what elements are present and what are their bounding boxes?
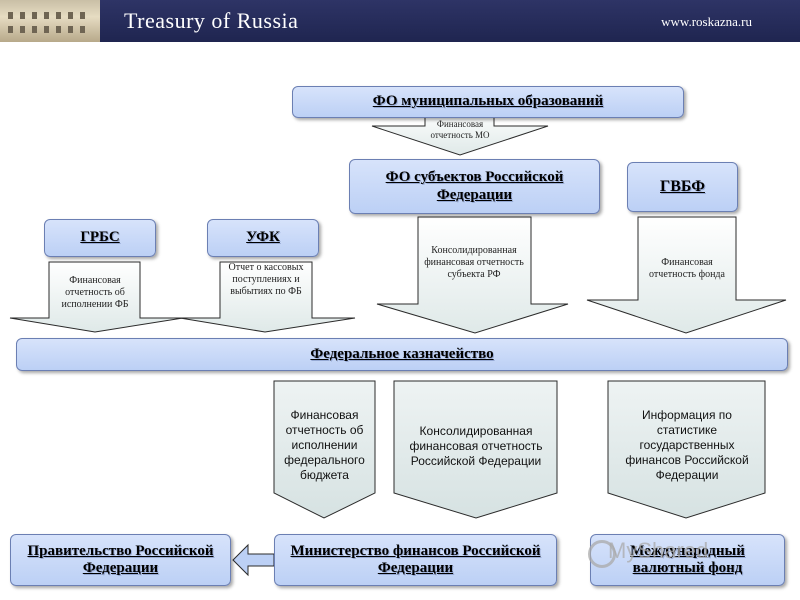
box-imf[interactable]: Международный валютный фонд bbox=[590, 534, 785, 586]
arrow-fund-report-text: Финансовая отчетность фонда bbox=[649, 257, 725, 280]
pentagon-consolidated-rf bbox=[393, 380, 558, 519]
report-consolidated-rf: Консолидированная финансовая отчетность … bbox=[409, 424, 543, 468]
pentagon-statistics bbox=[607, 380, 766, 519]
header-banner: Treasury of Russia www.roskazna.ru bbox=[0, 0, 800, 42]
header-title: Treasury of Russia bbox=[124, 8, 299, 33]
arrow-mo-report-text: Финансовая отчетность МО bbox=[430, 119, 490, 140]
box-government[interactable]: Правительство Российской Федерации bbox=[10, 534, 231, 586]
box-government-label: Правительство Российской Федерации bbox=[27, 542, 214, 576]
box-gvbf[interactable]: ГВБФ bbox=[627, 162, 738, 212]
box-gvbf-label: ГВБФ bbox=[660, 177, 705, 195]
box-federal-treasury[interactable]: Федеральное казначейство bbox=[16, 338, 788, 371]
arrow-ufk-report bbox=[179, 261, 356, 333]
box-fo-municipal[interactable]: ФО муниципальных образований bbox=[292, 86, 684, 118]
watermark-logo-icon bbox=[588, 540, 616, 568]
report-federal-budget: Финансовая отчетность об исполнении феде… bbox=[284, 408, 365, 482]
arrow-grbs-report bbox=[9, 261, 184, 333]
box-federal-treasury-label: Федеральное казначейство bbox=[310, 345, 494, 362]
arrow-fund-report bbox=[586, 216, 787, 334]
box-grbs[interactable]: ГРБС bbox=[44, 219, 156, 257]
box-minfin[interactable]: Министерство финансов Российской Федерац… bbox=[274, 534, 557, 586]
box-fo-municipal-label: ФО муниципальных образований bbox=[372, 93, 604, 110]
report-statistics: Информация по статистике государственных… bbox=[625, 408, 749, 482]
box-ufk-label: УФК bbox=[246, 229, 280, 246]
arrow-subject-report bbox=[376, 216, 569, 334]
box-fo-subjects[interactable]: ФО субъектов Российской Федерации bbox=[349, 159, 600, 214]
box-fo-subjects-label: ФО субъектов Российской Федерации bbox=[385, 169, 564, 203]
box-ufk[interactable]: УФК bbox=[207, 219, 319, 257]
arrow-grbs-report-text: Финансовая отчетность об исполнении ФБ bbox=[61, 275, 129, 310]
box-minfin-label: Министерство финансов Российской Федерац… bbox=[290, 542, 541, 576]
arrow-minfin-to-government bbox=[232, 543, 275, 577]
treasury-building-image bbox=[0, 0, 100, 42]
box-grbs-label: ГРБС bbox=[80, 229, 120, 246]
pentagon-federal-budget bbox=[273, 380, 376, 519]
arrow-subject-report-text: Консолидированная финансовая отчетность … bbox=[424, 245, 524, 280]
box-imf-label: Международный валютный фонд bbox=[630, 542, 745, 576]
watermark-text: MyShared bbox=[608, 538, 709, 563]
arrow-ufk-report-text: Отчет о кассовых поступлениях и выбытиях… bbox=[228, 262, 304, 297]
header-url[interactable]: www.roskazna.ru bbox=[661, 14, 752, 29]
